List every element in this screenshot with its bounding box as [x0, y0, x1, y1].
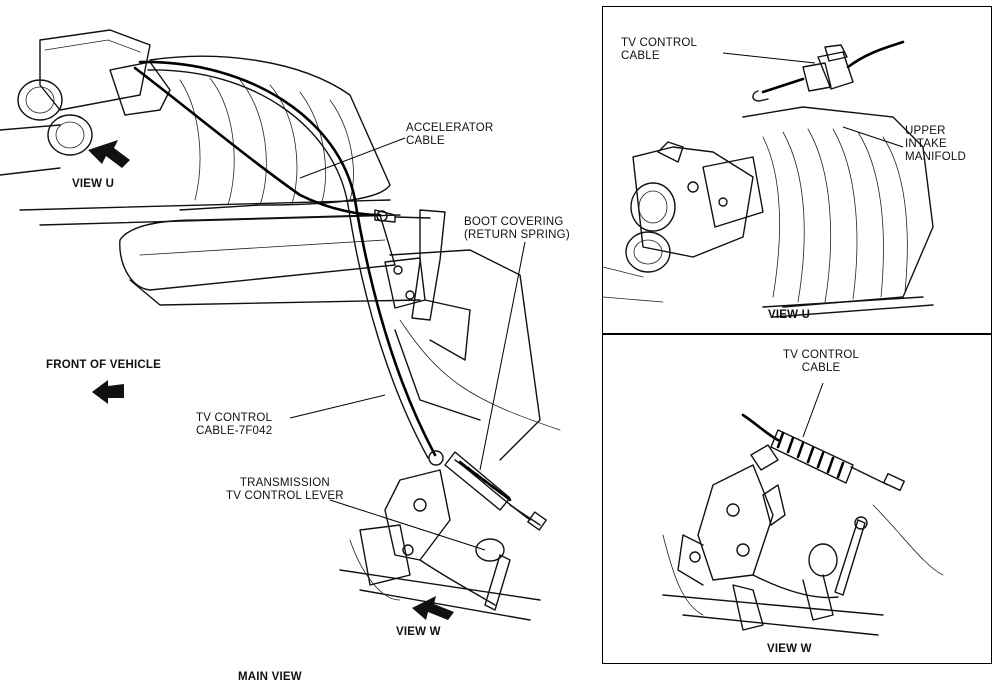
inset-w-cable-label: TV CONTROL CABLE	[783, 349, 860, 374]
valve-cover-main	[119, 214, 561, 461]
inset-view-w: TV CONTROL CABLE VIEW W	[602, 334, 992, 664]
view-u-main-label: VIEW U	[72, 178, 115, 190]
boot-leader	[479, 241, 526, 471]
inset-u-cable-leader	[722, 52, 816, 64]
accelerator-cable-main	[133, 66, 431, 223]
inset-view-u: TV CONTROL CABLE UPPER INTAKE MANIFOLD V…	[602, 6, 992, 334]
view-w-arrow-main	[412, 596, 454, 620]
inset-u-manifold	[742, 106, 934, 318]
inset-view-w-drawing	[662, 382, 944, 636]
lever-leader	[329, 499, 486, 551]
accelerator-leader	[299, 137, 406, 179]
inset-u-manifold-leader	[842, 126, 904, 148]
transmission-lever-label: TRANSMISSION TV CONTROL LEVER	[226, 477, 344, 502]
accelerator-cable-label: ACCELERATOR CABLE	[406, 122, 494, 147]
boot-covering-spring-main	[428, 450, 547, 531]
front-of-vehicle-arrow	[92, 380, 124, 404]
tv-control-cable-main-label: TV CONTROL CABLE-7F042	[196, 412, 273, 437]
upper-intake-manifold-label: UPPER INTAKE MANIFOLD	[905, 125, 967, 163]
throttle-bracket-main	[384, 209, 471, 361]
inset-w-caption: VIEW W	[767, 643, 812, 655]
view-u-arrow-main	[88, 140, 130, 168]
boot-covering-label: BOOT COVERING (RETURN SPRING)	[464, 216, 570, 241]
view-w-main-label: VIEW W	[396, 626, 441, 638]
inset-w-cable-spring	[741, 413, 905, 492]
inset-view-u-drawing	[603, 40, 934, 318]
inset-w-cable-leader	[802, 382, 824, 438]
inset-u-throttle-body	[603, 141, 764, 303]
inset-u-caption: VIEW U	[768, 309, 811, 321]
intake-manifold-main	[19, 55, 401, 226]
tv-control-cable-main	[138, 60, 437, 459]
tv-cable-leader	[289, 394, 386, 419]
inset-w-transmission	[662, 504, 944, 636]
inset-u-cable-label: TV CONTROL CABLE	[621, 37, 698, 62]
main-view-label: MAIN VIEW	[238, 671, 302, 683]
transmission-lever-main	[339, 469, 541, 621]
main-view-drawing	[0, 29, 561, 621]
throttle-body-main	[0, 29, 171, 176]
inset-u-connector	[752, 40, 905, 102]
front-of-vehicle-label: FRONT OF VEHICLE	[46, 359, 162, 371]
inset-w-bracket	[677, 444, 786, 586]
